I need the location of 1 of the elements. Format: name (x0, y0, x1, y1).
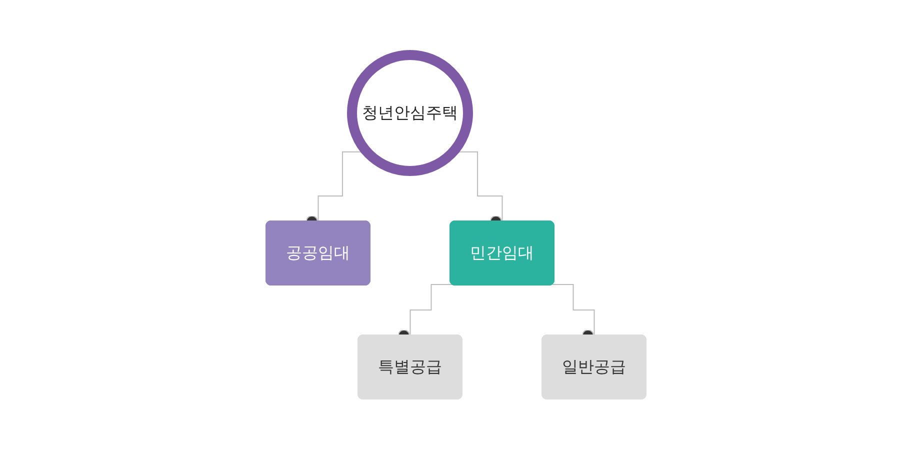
node-circle: 청년안심주택 (346, 50, 472, 176)
